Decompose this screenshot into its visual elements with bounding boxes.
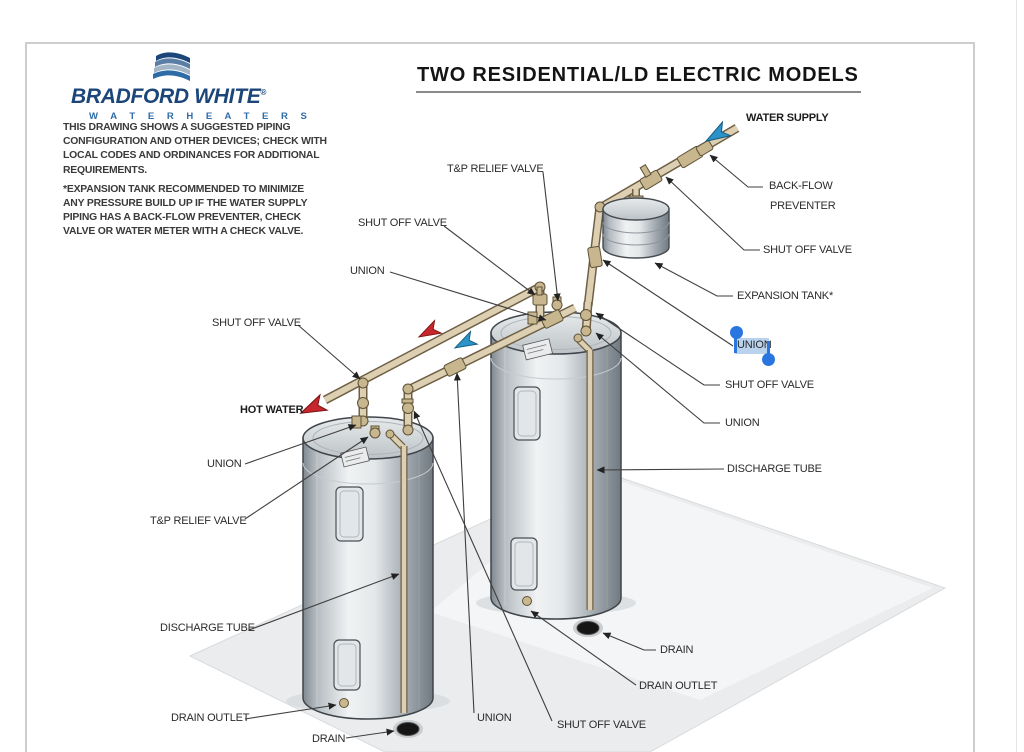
hot-flow-arrow-icon <box>417 319 443 338</box>
right-discharge-tube <box>573 333 594 610</box>
brand-name: BRADFORD WHITE <box>71 85 261 108</box>
label-tp-relief-valve-left: T&P RELIEF VALVE <box>150 515 247 527</box>
label-shut-off-valve-bottom: SHUT OFF VALVE <box>557 719 646 731</box>
label-water-supply: WATER SUPPLY <box>746 112 829 124</box>
selection-caret-start[interactable] <box>734 336 737 353</box>
water-supply-arrow-icon <box>704 120 733 143</box>
left-water-heater-tank <box>302 416 434 720</box>
cold-flow-arrow-icon <box>453 330 479 349</box>
label-union-left: UNION <box>207 458 242 470</box>
bradford-white-wave-icon <box>153 52 190 81</box>
label-shut-off-valve-left: SHUT OFF VALVE <box>212 317 301 329</box>
leader-lines <box>244 154 763 739</box>
registered-mark: ® <box>260 88 267 97</box>
selection-handle-end[interactable] <box>762 353 775 366</box>
label-expansion-tank: EXPANSION TANK* <box>737 290 834 302</box>
page-title: TWO RESIDENTIAL/LD ELECTRIC MODELS <box>417 64 859 86</box>
label-drain-outlet-right: DRAIN OUTLET <box>639 680 718 692</box>
right-drain <box>573 619 603 637</box>
note-line: ANY PRESSURE BUILD UP IF THE WATER SUPPL… <box>63 198 308 210</box>
note-line: THIS DRAWING SHOWS A SUGGESTED PIPING <box>63 122 291 133</box>
note-line: PIPING HAS A BACK-FLOW PREVENTER, CHECK <box>63 212 301 224</box>
note-line: VALVE OR WATER METER WITH A CHECK VALVE. <box>63 226 304 238</box>
selection-caret-end[interactable] <box>767 341 770 358</box>
right-water-heater-tank <box>490 311 622 620</box>
label-discharge-tube-left: DISCHARGE TUBE <box>160 622 255 634</box>
label-union-selected[interactable]: UNION <box>737 339 772 351</box>
label-shut-off-valve-supply: SHUT OFF VALVE <box>763 244 852 256</box>
label-union-mid: UNION <box>350 265 385 277</box>
title-underline <box>416 91 861 93</box>
hot-water-arrow-icon <box>299 393 329 414</box>
selection-handle-start[interactable] <box>730 326 743 339</box>
label-back-flow-preventer-line2: PREVENTER <box>770 200 836 212</box>
text-selection-highlight[interactable] <box>735 338 769 354</box>
note-line: LOCAL CODES AND ORDINANCES FOR ADDITIONA… <box>63 150 320 162</box>
expansion-tank <box>602 195 670 259</box>
label-drain-outlet-left: DRAIN OUTLET <box>171 712 250 724</box>
label-drain-right: DRAIN <box>660 644 694 656</box>
flow-arrows <box>299 120 733 414</box>
brand-logo: BRADFORD WHITE® <box>71 85 266 109</box>
label-discharge-tube-right: DISCHARGE TUBE <box>727 463 822 475</box>
label-drain-left: DRAIN <box>312 733 346 745</box>
label-tp-relief-valve-top: T&P RELIEF VALVE <box>447 163 544 175</box>
label-union-right: UNION <box>725 417 760 429</box>
page-edge-line <box>1016 0 1017 752</box>
label-back-flow-preventer-line1: BACK-FLOW <box>769 180 833 192</box>
left-drain-outlet <box>339 698 349 708</box>
left-discharge-tube <box>385 429 408 713</box>
note-line: CONFIGURATION AND OTHER DEVICES; CHECK W… <box>63 136 327 148</box>
note-text: THIS DRAWING SHOWS A SUGGESTED PIPING CO… <box>63 121 327 240</box>
label-shut-off-valve-mid: SHUT OFF VALVE <box>358 217 447 229</box>
note-line: REQUIREMENTS. <box>63 164 147 176</box>
label-hot-water: HOT WATER <box>240 404 304 416</box>
brand-tagline: W A T E R H E A T E R S <box>89 111 312 122</box>
left-drain <box>393 720 423 738</box>
label-shut-off-valve-right: SHUT OFF VALVE <box>725 379 814 391</box>
piping <box>322 124 740 433</box>
right-drain-outlet <box>522 596 532 606</box>
label-union-bottom: UNION <box>477 712 512 724</box>
note-line: *EXPANSION TANK RECOMMENDED TO MINIMIZE <box>63 183 305 195</box>
